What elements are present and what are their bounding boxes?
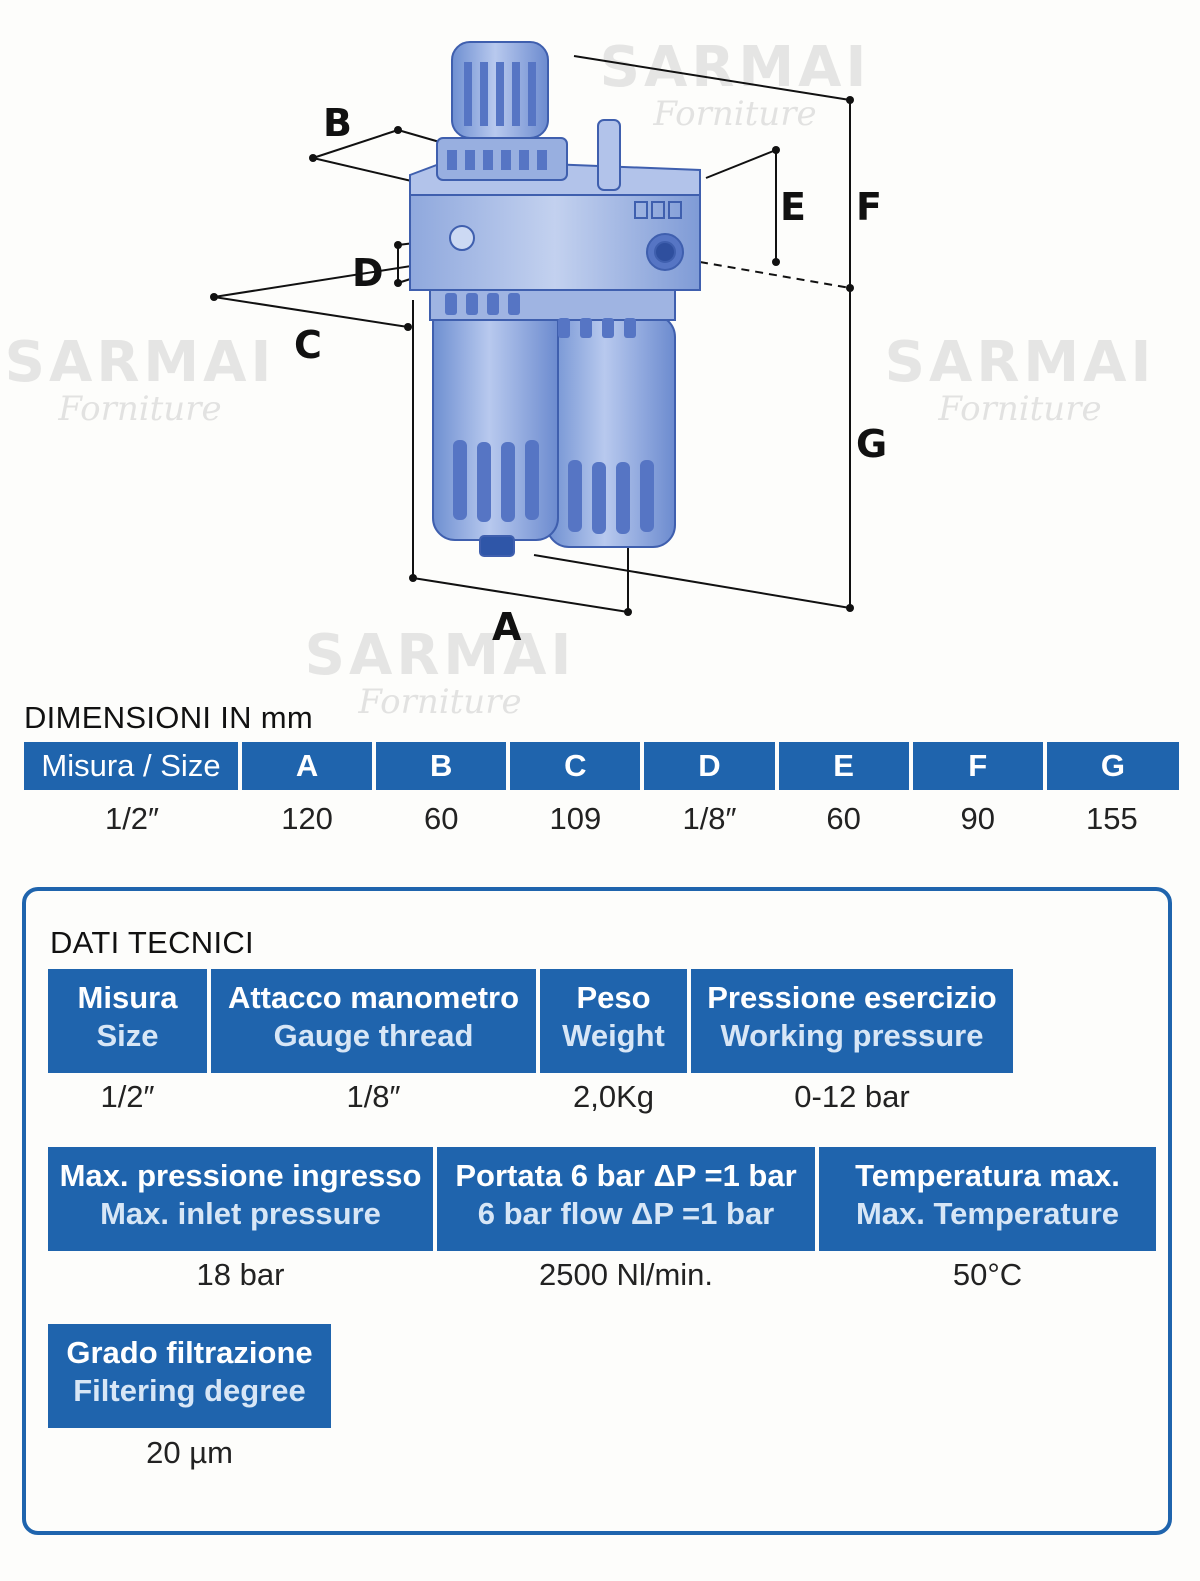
label-b: B [323, 101, 352, 145]
dim-value-a: 120 [281, 801, 333, 836]
header-flow: Portata 6 bar ΔP =1 bar 6 bar flow ΔP =1… [437, 1147, 815, 1251]
header-inlet-pressure: Max. pressione ingresso Max. inlet press… [48, 1147, 433, 1251]
header-inlet-pressure-it: Max. pressione ingresso [59, 1158, 422, 1193]
header-size-it: Misura [77, 980, 178, 1015]
dim-value-c: 109 [549, 801, 602, 836]
header-size-en: Size [96, 1018, 159, 1053]
dim-header-e: E [774, 742, 911, 790]
header-filtering-en: Filtering degree [73, 1373, 306, 1408]
header-gauge: Attacco manometro Gauge thread [211, 969, 536, 1073]
header-gauge-en: Gauge thread [273, 1018, 474, 1053]
dimensions-title: DIMENSIONI IN mm [24, 700, 313, 735]
dim-value-b: 60 [423, 801, 459, 836]
label-g: G [856, 422, 887, 466]
header-flow-en: 6 bar flow ΔP =1 bar [477, 1196, 775, 1231]
dimension-lines [213, 55, 851, 613]
dimensions-header-row: Misura / Size A B C D E F G [24, 742, 1179, 790]
header-size: Misura Size [48, 969, 207, 1073]
label-c: C [294, 323, 322, 367]
label-d: D [352, 251, 384, 295]
header-weight-en: Weight [562, 1018, 665, 1053]
value-filtering: 20 µm [146, 1435, 233, 1470]
dimensions-value-row: 1/2″ 120 60 109 1/8″ 60 90 155 [24, 790, 1179, 848]
header-weight-it: Peso [576, 980, 651, 1015]
value-size: 1/2″ [100, 1079, 155, 1114]
dim-header-size: Misura / Size [24, 742, 240, 790]
value-gauge: 1/8″ [346, 1079, 401, 1114]
dim-value-g: 155 [1086, 801, 1138, 836]
header-temperature: Temperatura max. Max. Temperature [819, 1147, 1156, 1251]
header-working-pressure: Pressione esercizio Working pressure [691, 969, 1013, 1073]
label-e: E [780, 185, 806, 229]
technical-title: DATI TECNICI [50, 925, 254, 960]
dim-header-g: G [1042, 742, 1179, 790]
header-working-pressure-en: Working pressure [720, 1018, 984, 1053]
dim-value-e: 60 [826, 801, 861, 836]
header-filtering: Grado filtrazione Filtering degree [48, 1324, 331, 1428]
value-temperature: 50°C [952, 1257, 1023, 1292]
header-weight: Peso Weight [540, 969, 687, 1073]
dim-header-b: B [372, 742, 509, 790]
header-temperature-it: Temperatura max. [855, 1158, 1120, 1193]
label-f: F [856, 185, 882, 229]
dim-value-d: 1/8″ [682, 801, 737, 836]
label-a: A [492, 605, 522, 649]
value-working-pressure: 0-12 bar [794, 1079, 910, 1114]
value-flow: 2500 Nl/min. [538, 1257, 714, 1292]
dim-header-c: C [506, 742, 643, 790]
header-working-pressure-it: Pressione esercizio [707, 980, 997, 1015]
value-weight: 2,0Kg [572, 1079, 654, 1114]
header-inlet-pressure-en: Max. inlet pressure [100, 1196, 381, 1231]
filter-regulator-unit [409, 41, 701, 557]
dim-header-d: D [640, 742, 777, 790]
technical-drawing: B E F D C G A [210, 41, 887, 649]
dim-header-a: A [237, 742, 375, 790]
dim-value-size: 1/2″ [104, 801, 160, 836]
header-temperature-en: Max. Temperature [855, 1196, 1119, 1231]
header-gauge-it: Attacco manometro [227, 980, 520, 1015]
dim-header-f: F [908, 742, 1045, 790]
technical-data-panel: DATI TECNICI Misura Size Attacco manomet… [22, 887, 1172, 1535]
dimensions-table: Misura / Size A B C D E F G 1/2″ 120 60 … [24, 742, 1179, 848]
header-flow-it: Portata 6 bar ΔP =1 bar [455, 1158, 797, 1193]
dim-value-f: 90 [960, 801, 996, 836]
dimension-dots [210, 96, 854, 616]
value-inlet-pressure: 18 bar [196, 1257, 285, 1292]
header-filtering-it: Grado filtrazione [66, 1335, 313, 1370]
